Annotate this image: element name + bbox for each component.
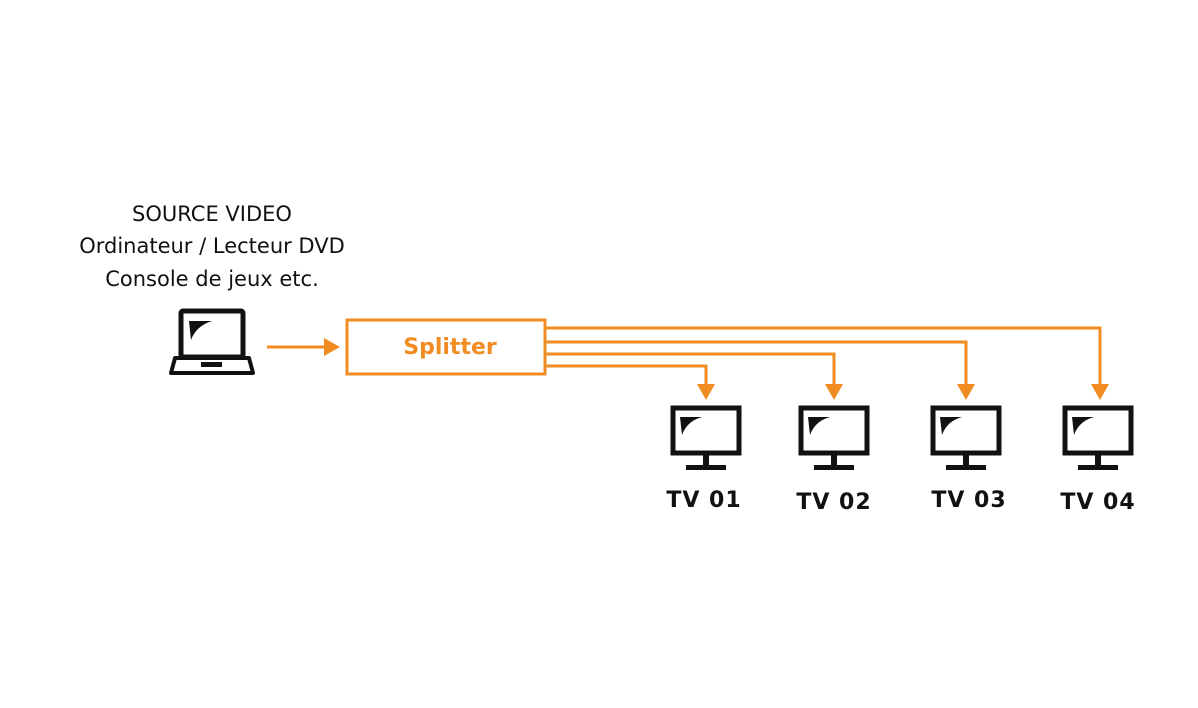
tv-04 xyxy=(1062,405,1134,470)
tv-03-label: TV 03 xyxy=(931,488,1006,513)
tv-01 xyxy=(670,405,742,470)
tv-03 xyxy=(930,405,1002,470)
output-lines xyxy=(545,326,1102,386)
monitor-icon xyxy=(1062,405,1134,470)
tv-02 xyxy=(798,405,870,470)
splitter-label: Splitter xyxy=(403,335,497,360)
arrowhead-tv-02 xyxy=(825,384,843,400)
source-caption: SOURCE VIDEO Ordinateur / Lecteur DVD Co… xyxy=(79,202,345,291)
tv-04-label: TV 04 xyxy=(1060,490,1135,515)
arrowhead-tv-03 xyxy=(957,384,975,400)
input-arrow xyxy=(267,338,340,356)
arrowhead-tv-04 xyxy=(1091,384,1109,400)
monitor-icon xyxy=(798,405,870,470)
monitor-icon xyxy=(930,405,1002,470)
splitter-box: Splitter xyxy=(345,318,547,376)
tv-02-label: TV 02 xyxy=(796,490,871,515)
output-arrowheads xyxy=(697,384,1109,400)
output-line-tv-03 xyxy=(545,340,968,386)
laptop-icon xyxy=(169,308,255,375)
arrowhead-tv-01 xyxy=(697,384,715,400)
source-devices-line-2: Console de jeux etc. xyxy=(105,267,319,291)
output-line-tv-02 xyxy=(545,352,836,386)
source-devices-line: Ordinateur / Lecteur DVD xyxy=(79,234,345,258)
monitor-icon xyxy=(670,405,742,470)
output-line-tv-04 xyxy=(545,326,1102,386)
tv-01-label: TV 01 xyxy=(666,488,741,513)
source-title: SOURCE VIDEO xyxy=(132,202,292,226)
output-line-tv-01 xyxy=(545,364,708,386)
